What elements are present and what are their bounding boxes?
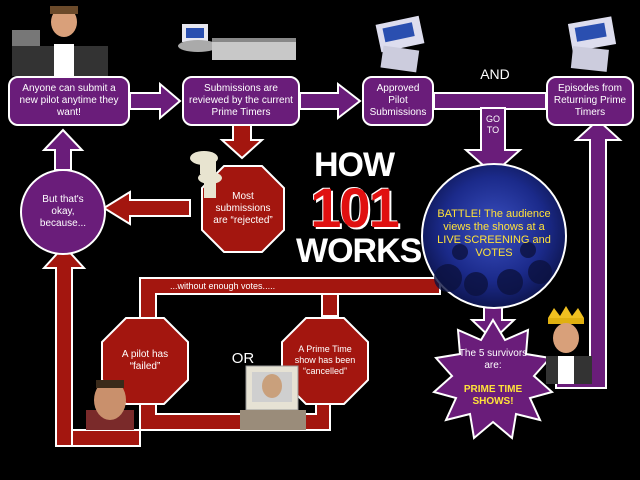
approved-tapes-image: [375, 15, 425, 73]
how-101-works-title: HOW 101 WORKS: [296, 146, 422, 270]
arrow-anyone-to-reviewed: [129, 81, 182, 121]
failed-face-image: [86, 380, 134, 430]
arrow-left-loop-up: [71, 429, 141, 447]
arrow-cancel-connector: [321, 293, 339, 317]
rejected-text: Most submissions are “rejected”: [213, 191, 273, 226]
okay-text: But that's okay, because...: [39, 194, 87, 229]
arrow-approved-to-episodes: [433, 92, 547, 110]
step-approved-text: Approved Pilot Submissions: [369, 83, 427, 118]
episodes-tapes-image: [567, 16, 617, 72]
or-label: OR: [231, 350, 255, 367]
without-votes-label: ...without enough votes.....: [170, 281, 276, 291]
survivors-text: The 5 survivors are:: [458, 348, 528, 371]
failed-text: A pilot has “failed”: [121, 349, 169, 372]
title-works: WORKS: [296, 232, 422, 270]
arrow-goto-battle: [463, 107, 523, 176]
and-label: AND: [480, 66, 510, 82]
step-reviewed-box: Submissions are reviewed by the current …: [182, 76, 300, 126]
toilet-image: [190, 151, 222, 198]
step-episodes-text: Episodes from Returning Prime Timers: [553, 83, 627, 118]
arrow-okay-to-anyone: [41, 128, 85, 171]
rejected-octagon: [201, 165, 285, 253]
arrow-rejected-to-okay: [102, 190, 191, 226]
tv-monitor-image: [240, 365, 306, 430]
prime-time-shows-text: PRIME TIME SHOWS!: [463, 384, 523, 407]
scale-image: [178, 24, 296, 60]
crowned-man-image: [546, 306, 592, 384]
step-episodes-box: Episodes from Returning Prime Timers: [546, 76, 634, 126]
step-reviewed-text: Submissions are reviewed by the current …: [189, 83, 293, 118]
okay-circle: [20, 169, 106, 255]
step-approved-box: Approved Pilot Submissions: [362, 76, 434, 126]
man-with-camera-image: [12, 6, 108, 76]
step-anyone-box: Anyone can submit a new pilot anytime th…: [8, 76, 130, 126]
step-anyone-text: Anyone can submit a new pilot anytime th…: [19, 83, 119, 118]
top-flow-arrows: [129, 81, 547, 121]
survivors-starburst: [431, 318, 555, 440]
goto-label: GO TO: [485, 114, 500, 135]
cancelled-text: A Prime Time show has been “cancelled”: [294, 343, 356, 376]
arrow-reviewed-to-approved: [299, 81, 362, 121]
title-how: HOW: [313, 146, 395, 184]
red-flow-arrows: [41, 120, 441, 447]
arrow-left-up: [41, 244, 87, 447]
crowd-silhouettes: [434, 242, 552, 296]
cancelled-octagon: [281, 317, 369, 405]
title-101: 101: [310, 176, 399, 239]
battle-text: BATTLE! The audience views the shows at …: [437, 208, 551, 259]
arrow-reviewed-to-rejected: [219, 120, 265, 160]
